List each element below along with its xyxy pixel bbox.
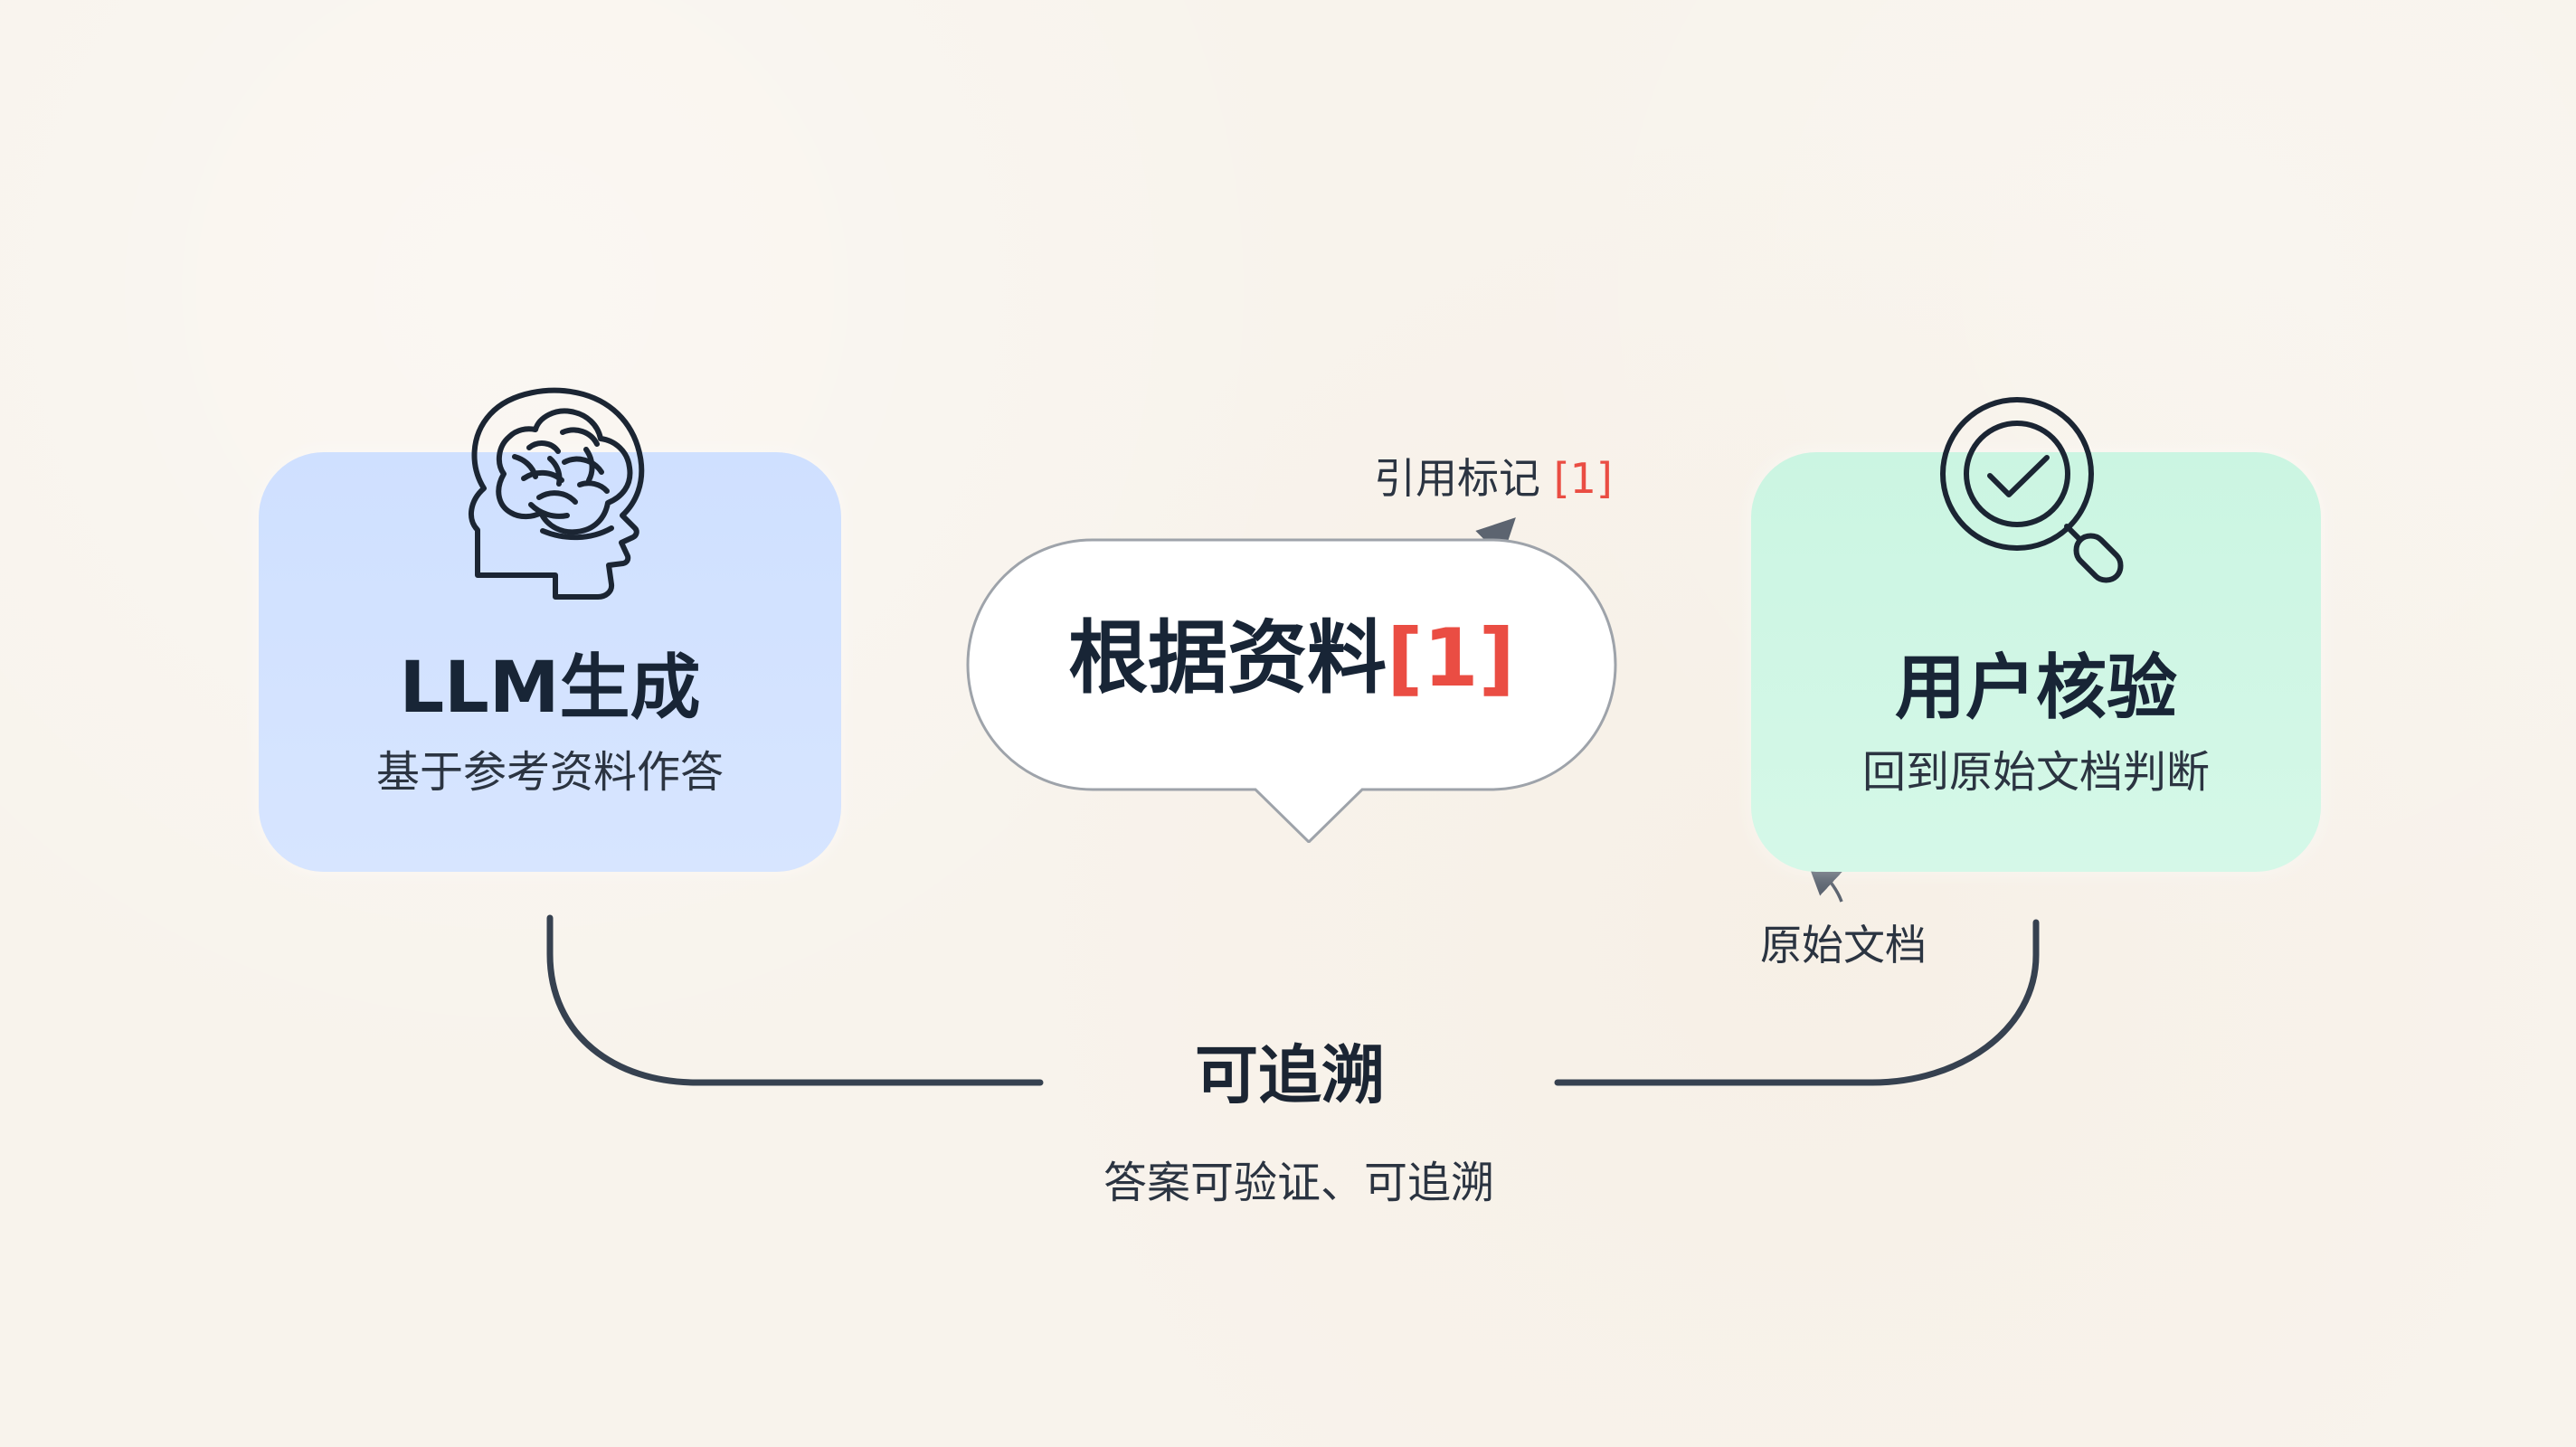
llm-generation-subtitle: 基于参考资料作答: [375, 747, 724, 798]
right-flow-curve: [1554, 919, 2040, 1086]
traceability-subtitle: 答案可验证、可追溯: [1103, 1158, 1494, 1208]
citation-bubble: 根据资料[1]: [966, 535, 1617, 845]
speech-bubble-shape: [966, 538, 1617, 845]
left-flow-curve: [546, 914, 1044, 1086]
llm-generation-card: LLM生成 基于参考资料作答: [259, 452, 841, 872]
citation-note-text: 引用标记: [1374, 454, 1540, 503]
citation-note: 引用标记 [1]: [1374, 458, 1613, 499]
source-document-note: 原始文档: [1760, 921, 1927, 969]
bubble-citation-marker: [1]: [1387, 611, 1515, 705]
user-verification-title: 用户核验: [1894, 648, 2177, 729]
traceability-title: 可追溯: [1195, 1038, 1385, 1112]
user-verification-subtitle: 回到原始文档判断: [1861, 747, 2210, 798]
citation-note-marker: [1]: [1553, 454, 1613, 503]
bubble-main-text: 根据资料: [1068, 611, 1387, 705]
user-verification-card: 用户核验 回到原始文档判断: [1751, 452, 2321, 872]
llm-generation-title: LLM生成: [399, 648, 701, 729]
citation-bubble-text: 根据资料[1]: [966, 619, 1617, 698]
brain-head-icon: [452, 383, 651, 601]
magnifier-check-icon: [1931, 391, 2139, 599]
